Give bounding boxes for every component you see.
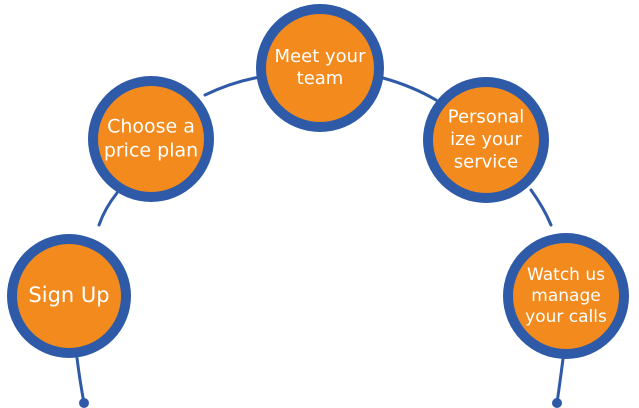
connector-3-4 bbox=[381, 76, 438, 102]
connector-2-3 bbox=[203, 75, 262, 97]
step-label: your calls bbox=[525, 307, 607, 327]
step-label: Watch us bbox=[527, 265, 605, 285]
connector-end-dot bbox=[552, 398, 562, 408]
step-label: Choose a bbox=[107, 116, 195, 138]
connector-start-dot bbox=[79, 398, 89, 408]
step-label: price plan bbox=[104, 139, 198, 161]
connector-lines bbox=[75, 75, 565, 408]
step-label: Personal bbox=[448, 107, 525, 128]
step-label: manage bbox=[531, 286, 600, 306]
connector-tail-right bbox=[555, 357, 565, 405]
connector-4-5 bbox=[529, 188, 553, 227]
step-fill bbox=[513, 243, 619, 349]
step-label: Sign Up bbox=[28, 283, 109, 307]
step-fill bbox=[266, 14, 374, 122]
step-label: service bbox=[454, 151, 518, 172]
step-fill bbox=[433, 87, 539, 193]
step-label: team bbox=[297, 68, 344, 89]
step-fill bbox=[98, 86, 204, 192]
step-node-sign-up: Sign Up bbox=[7, 234, 131, 358]
connector-1-2 bbox=[97, 191, 119, 227]
step-label: Meet your bbox=[275, 46, 367, 67]
step-fill bbox=[17, 244, 121, 348]
connector-tail-left bbox=[75, 356, 86, 405]
step-label: ize your bbox=[450, 129, 522, 150]
